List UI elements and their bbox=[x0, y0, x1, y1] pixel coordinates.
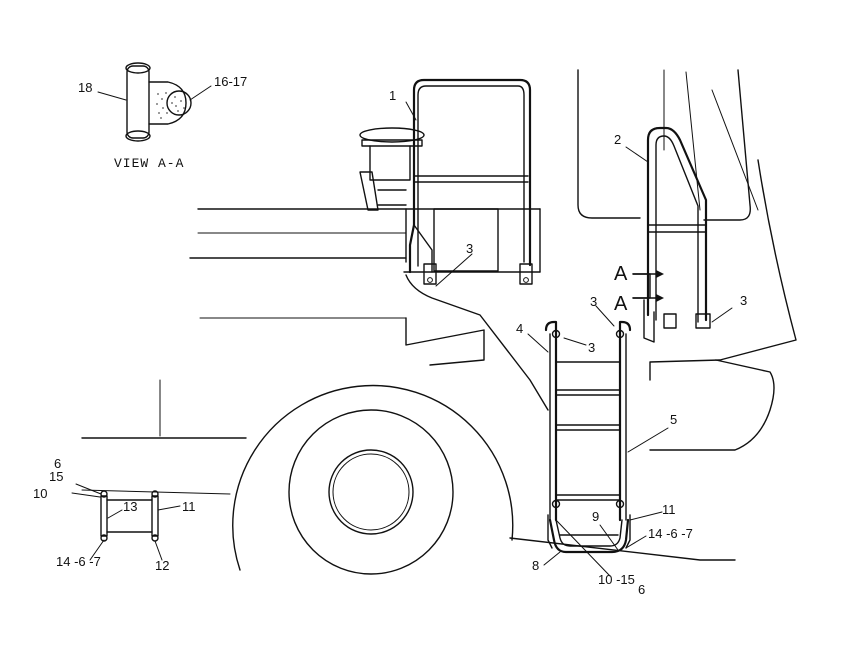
callout-1: 1 bbox=[389, 88, 396, 103]
callout-6: 6 bbox=[638, 582, 645, 597]
bracket-detail bbox=[71, 483, 181, 561]
view-a-a-detail bbox=[97, 62, 212, 142]
callout-2: 2 bbox=[614, 132, 621, 147]
callout-3-left: 3 bbox=[590, 294, 597, 309]
callout-6-detail: 6 bbox=[54, 456, 61, 471]
callout-5: 5 bbox=[670, 412, 677, 427]
section-letter-upper: A bbox=[614, 263, 628, 285]
callout-14-6-7-detail: 14 -6 -7 bbox=[56, 554, 101, 569]
callout-3-upper: 3 bbox=[466, 241, 473, 256]
section-markers bbox=[632, 270, 664, 302]
callout-3-mid: 3 bbox=[588, 340, 595, 355]
callout-16-17: 16-17 bbox=[214, 74, 247, 89]
view-title: VIEW A-A bbox=[114, 156, 184, 171]
air-cleaner bbox=[359, 127, 425, 211]
upper-handrail bbox=[405, 78, 533, 287]
callout-10-detail: 10 bbox=[33, 486, 47, 501]
callout-10-15: 10 -15 bbox=[598, 572, 635, 587]
callout-labels: VIEW A-A A A 18 16-17 1 2 3 3 3 3 4 5 6 … bbox=[33, 74, 747, 597]
callout-13: 13 bbox=[123, 499, 137, 514]
machine-body bbox=[81, 208, 736, 561]
front-tire bbox=[232, 384, 514, 575]
callout-18: 18 bbox=[78, 80, 92, 95]
callout-8: 8 bbox=[532, 558, 539, 573]
cab-handrail bbox=[577, 69, 797, 451]
callout-15-detail: 15 bbox=[49, 469, 63, 484]
callout-9: 9 bbox=[592, 509, 599, 524]
callout-3-right: 3 bbox=[740, 293, 747, 308]
callout-11: 11 bbox=[662, 502, 676, 517]
callout-14-6-7: 14 -6 -7 bbox=[648, 526, 693, 541]
callout-12: 12 bbox=[155, 558, 169, 573]
callout-11-detail: 11 bbox=[182, 499, 196, 514]
callout-4: 4 bbox=[516, 321, 523, 336]
main-ladder bbox=[527, 305, 669, 577]
section-letter-lower: A bbox=[614, 293, 628, 315]
